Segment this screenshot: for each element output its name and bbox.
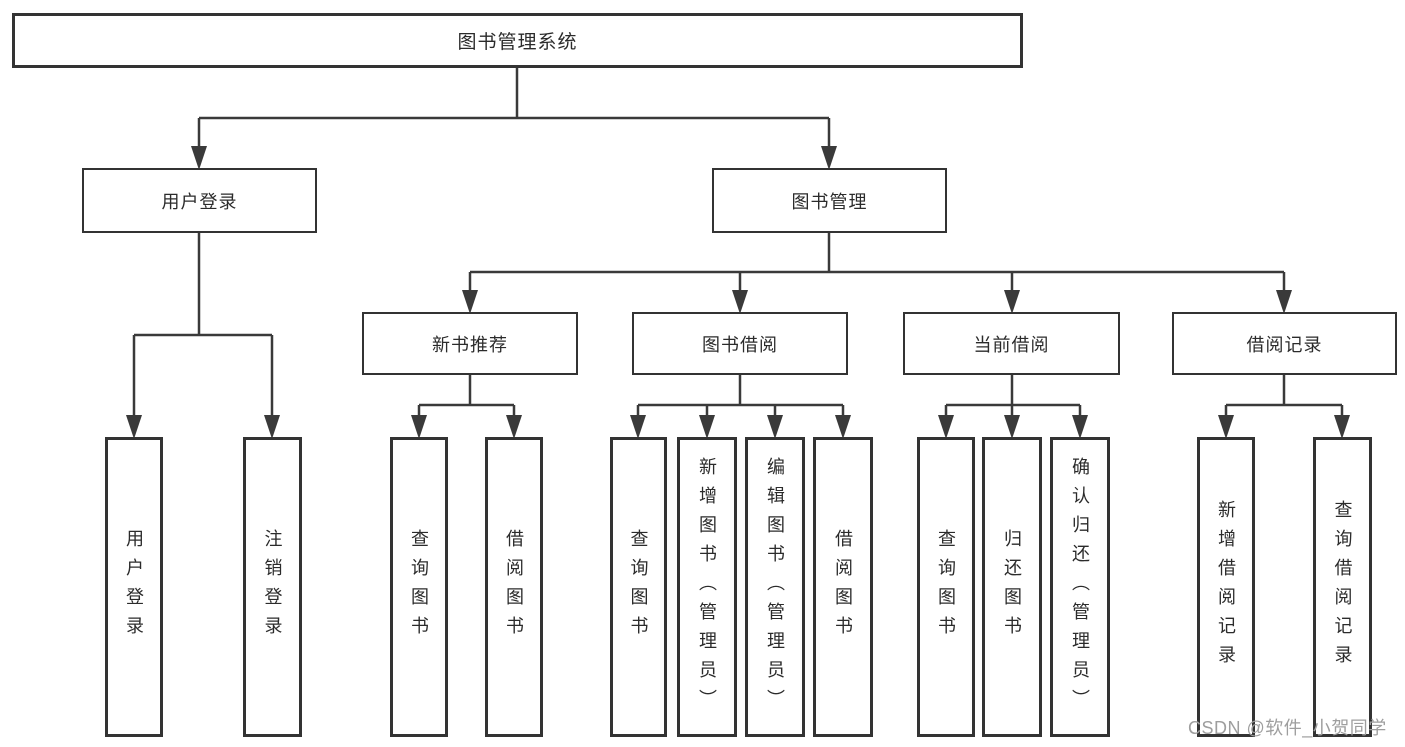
node-new-book-recommend: 新书推荐 xyxy=(362,312,578,375)
node-borrow-records: 借阅记录 xyxy=(1172,312,1397,375)
arrowheads xyxy=(126,146,1350,439)
node-system-root: 图书管理系统 xyxy=(12,13,1023,68)
node-book-borrow: 图书借阅 xyxy=(632,312,848,375)
node-label: 新增图书（管理员） xyxy=(697,456,717,718)
node-label: 查询借阅记录 xyxy=(1332,500,1353,674)
leaf-add-borrow-record: 新增借阅记录 xyxy=(1197,437,1255,737)
leaf-query-borrow-record: 查询借阅记录 xyxy=(1313,437,1372,737)
node-current-borrow: 当前借阅 xyxy=(903,312,1120,375)
node-label: 借阅图书 xyxy=(504,529,524,645)
node-book-management: 图书管理 xyxy=(712,168,947,233)
leaf-user-login: 用户登录 xyxy=(105,437,163,737)
leaf-borrow-books: 借阅图书 xyxy=(813,437,873,737)
node-label: 当前借阅 xyxy=(973,334,1050,355)
node-label: 借阅记录 xyxy=(1246,334,1323,355)
leaf-add-books-admin: 新增图书（管理员） xyxy=(677,437,737,737)
node-label: 查询图书 xyxy=(628,529,649,645)
node-label: 查询图书 xyxy=(409,529,429,645)
watermark-text: CSDN @软件_小贺同学 xyxy=(1188,718,1387,738)
node-label: 新增借阅记录 xyxy=(1216,500,1236,674)
node-label: 查询图书 xyxy=(936,529,956,645)
node-label: 图书管理 xyxy=(791,191,868,212)
leaf-confirm-return-admin: 确认归还（管理员） xyxy=(1050,437,1110,737)
leaf-edit-books-admin: 编辑图书（管理员） xyxy=(745,437,805,737)
node-label: 确认归还（管理员） xyxy=(1070,456,1090,718)
node-user-login: 用户登录 xyxy=(82,168,317,233)
node-label: 图书借阅 xyxy=(702,334,778,355)
leaf-query-books: 查询图书 xyxy=(610,437,667,737)
node-label: 图书管理系统 xyxy=(457,32,578,53)
leaf-query-books: 查询图书 xyxy=(390,437,448,737)
leaf-return-books: 归还图书 xyxy=(982,437,1042,737)
node-label: 用户登录 xyxy=(161,191,238,212)
node-label: 编辑图书（管理员） xyxy=(765,456,785,718)
node-label: 归还图书 xyxy=(1002,529,1022,645)
node-label: 注销登录 xyxy=(262,529,283,645)
leaf-query-books: 查询图书 xyxy=(917,437,975,737)
leaf-borrow-books: 借阅图书 xyxy=(485,437,543,737)
node-label: 新书推荐 xyxy=(432,334,508,355)
node-label: 借阅图书 xyxy=(833,529,853,645)
leaf-logout: 注销登录 xyxy=(243,437,302,737)
node-label: 用户登录 xyxy=(124,529,144,645)
